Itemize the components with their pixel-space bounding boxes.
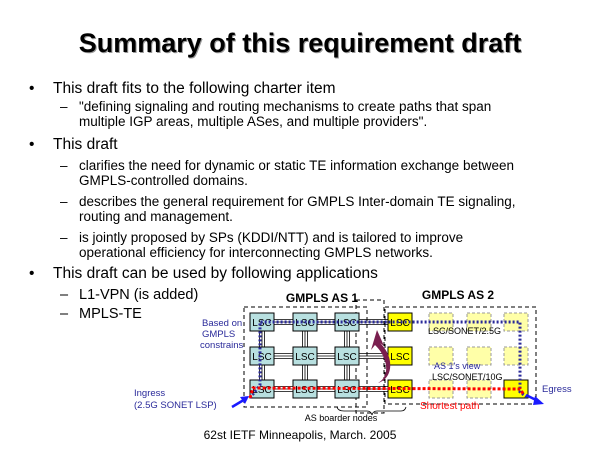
sub-line: MPLS-TE — [79, 306, 142, 322]
node-label: LSC — [337, 385, 356, 396]
shortest-path-label: Shortest path — [420, 401, 479, 412]
node-label: LSC — [337, 352, 356, 363]
sub-line: is jointly proposed by SPs (KDDI/NTT) an… — [79, 230, 464, 245]
node-label: LSC — [390, 385, 409, 396]
node-label: LSC — [390, 352, 409, 363]
as2-view-node — [503, 312, 529, 332]
based-on-label-2: GMPLS — [202, 329, 235, 340]
egress-arrowhead-icon — [533, 396, 544, 405]
based-on-label-3: constrains — [200, 340, 244, 351]
as2-top-label: LSC/SONET/2.5G — [428, 326, 501, 336]
as2-border-lsc-node — [387, 312, 413, 332]
as2-boundary — [384, 306, 537, 405]
node-label: LSC — [252, 352, 271, 363]
sub-line: describes the general requirement for GM… — [79, 194, 516, 209]
sub-line: operational efficiency for interconnecti… — [79, 245, 433, 260]
dash-marker: – — [60, 306, 69, 322]
border-region — [355, 299, 385, 414]
bullet-marker: • — [29, 265, 35, 282]
as1-lsc-node — [334, 312, 360, 332]
node-label: LSC — [337, 318, 356, 329]
dash-marker: – — [60, 158, 68, 173]
border-nodes-label: AS boarder nodes — [305, 413, 378, 423]
curved-arrow-icon — [371, 330, 391, 383]
sub-line: GMPLS-controlled domains. — [79, 173, 248, 188]
node-label: LSC — [390, 318, 409, 329]
as1-lsc-node — [292, 346, 318, 366]
based-on-label-1: Based on — [202, 318, 242, 329]
egress-label: Egress — [542, 384, 572, 395]
bullet-text: This draft can be used by following appl… — [53, 265, 378, 282]
sub-line: clarifies the need for dynamic or static… — [79, 158, 514, 173]
ingress-sublabel: (2.5G SONET LSP) — [134, 400, 217, 411]
sub-line: L1-VPN (is added) — [79, 287, 199, 303]
as2-bottom-label: LSC/SONET/10G — [432, 372, 503, 382]
border-nodes-brace — [336, 406, 407, 416]
bullet-text: This draft fits to the following charter… — [53, 80, 336, 97]
as1-boundary — [243, 306, 368, 408]
links — [259, 319, 400, 392]
as2-view-label: AS 1's view — [434, 361, 481, 371]
ingress-arrowhead-icon — [240, 396, 249, 404]
bullet-marker: • — [29, 80, 35, 97]
as2-view-node — [428, 346, 454, 366]
dash-marker: – — [60, 287, 69, 303]
node-label: LSC — [295, 352, 314, 363]
bullet-text: This draft — [53, 136, 118, 153]
dash-marker: – — [60, 194, 68, 209]
ingress-label: Ingress — [134, 388, 165, 399]
shortest-path-line — [248, 386, 526, 399]
node-label: LSC — [295, 385, 314, 396]
as1-label: GMPLS AS 1 — [286, 291, 359, 305]
dash-marker: – — [60, 230, 68, 245]
sub-line: "defining signaling and routing mechanis… — [79, 99, 492, 114]
as1-lsc-node — [334, 346, 360, 366]
sub-line: multiple IGP areas, multiple ASes, and m… — [79, 114, 428, 129]
as1-lsc-node — [249, 346, 275, 366]
sub-line: routing and management. — [79, 209, 233, 224]
node-label: LSC — [252, 385, 271, 396]
bullet-marker: • — [29, 136, 35, 153]
slide-title: Summary of this requirement draft — [78, 28, 522, 58]
as2-label: GMPLS AS 2 — [422, 288, 495, 302]
as2-view-node — [466, 312, 492, 332]
as2-view-node — [503, 346, 529, 366]
slide-footer: 62st IETF Minneapolis, March. 2005 — [203, 428, 397, 442]
as2-view-node — [466, 346, 492, 366]
dash-marker: – — [60, 99, 68, 114]
